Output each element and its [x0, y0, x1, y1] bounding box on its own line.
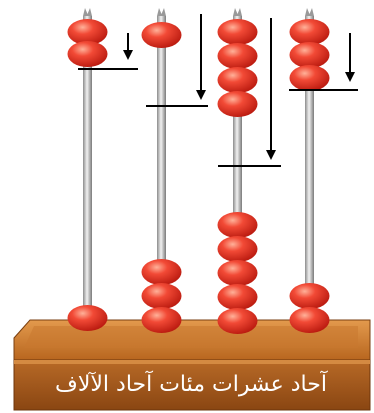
rod-4 [305, 16, 314, 328]
rod-1 [83, 16, 92, 328]
rod-2 [157, 16, 166, 328]
bead [217, 19, 258, 45]
bead [141, 283, 182, 309]
bead [217, 308, 258, 334]
bead [217, 91, 258, 117]
bead [289, 65, 330, 91]
bead [217, 67, 258, 93]
abacus-base [13, 319, 371, 411]
bead [217, 212, 258, 238]
rod-3 [233, 16, 242, 328]
bead [141, 22, 182, 48]
bead [67, 41, 108, 67]
bead [217, 284, 258, 310]
place-value-caption: آحاد عشرات مئات آحاد الآلاف [55, 371, 327, 397]
bead [141, 259, 182, 285]
bead [67, 305, 108, 331]
bead [289, 283, 330, 309]
bead [289, 19, 330, 45]
bead [217, 236, 258, 262]
abacus-beads [67, 19, 330, 334]
bead [289, 42, 330, 68]
measure-markers [78, 14, 358, 167]
abacus-rods [83, 8, 314, 328]
bead [217, 260, 258, 286]
bead [289, 307, 330, 333]
bead [217, 43, 258, 69]
bead [141, 307, 182, 333]
bead [67, 19, 108, 45]
